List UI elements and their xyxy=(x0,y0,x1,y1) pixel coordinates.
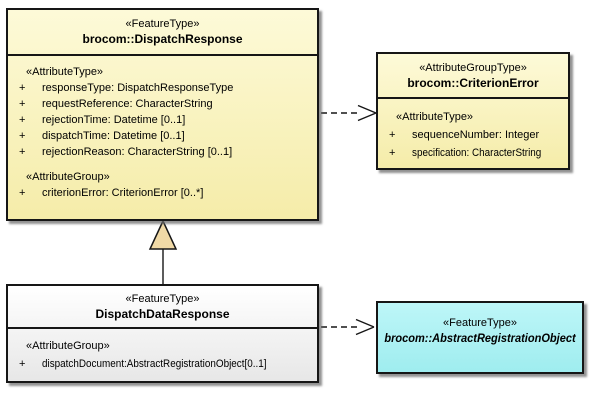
attribute-row: + rejectionTime: Datetime [0..1] xyxy=(19,112,313,128)
dependency-connector-criterion-error xyxy=(321,104,377,122)
class-box-dispatch-response: «FeatureType» brocom::DispatchResponse «… xyxy=(6,8,319,221)
attribute-group-label: «AttributeGroup» xyxy=(26,171,110,183)
attribute-group-label: «AttributeType» xyxy=(26,66,104,78)
visibility-plus-icon: + xyxy=(19,358,26,370)
visibility-plus-icon: + xyxy=(19,82,26,94)
attribute-text: requestReference: CharacterString xyxy=(42,98,213,110)
class-header: «AttributeGroupType» brocom::CriterionEr… xyxy=(378,54,568,99)
class-box-abstract-registration-object: «FeatureType» brocom::AbstractRegistrati… xyxy=(376,301,584,374)
attribute-text: specification: CharacterString xyxy=(412,147,542,159)
attribute-row: + requestReference: CharacterString xyxy=(19,96,313,112)
attribute-row: + dispatchDocument:AbstractRegistrationO… xyxy=(19,355,313,373)
attribute-text: rejectionReason: CharacterString [0..1] xyxy=(42,146,233,158)
generalization-connector xyxy=(148,219,178,285)
dependency-connector-abstract-registration-object xyxy=(321,318,375,336)
open-arrowhead-icon xyxy=(355,318,375,336)
attribute-group-label: «AttributeGroup» xyxy=(26,340,110,352)
attribute-text: dispatchDocument:AbstractRegistrationObj… xyxy=(42,358,267,370)
class-name: DispatchDataResponse xyxy=(95,306,230,321)
attribute-row: + criterionError: CriterionError [0..*] xyxy=(19,185,313,201)
attribute-row: + specification: CharacterString xyxy=(389,144,564,162)
visibility-plus-icon: + xyxy=(19,187,26,199)
stereotype-label: «FeatureType» xyxy=(443,317,517,329)
attribute-group-label: «AttributeType» xyxy=(396,111,474,123)
class-box-criterion-error: «AttributeGroupType» brocom::CriterionEr… xyxy=(376,52,570,170)
class-name: brocom::AbstractRegistrationObject xyxy=(384,331,576,345)
attribute-text: criterionError: CriterionError [0..*] xyxy=(42,187,204,199)
attribute-text: dispatchTime: Datetime [0..1] xyxy=(42,130,185,142)
generalization-triangle-icon xyxy=(148,219,178,250)
class-header: «FeatureType» brocom::AbstractRegistrati… xyxy=(378,303,582,347)
visibility-plus-icon: + xyxy=(19,98,26,110)
visibility-plus-icon: + xyxy=(19,130,26,142)
class-name: brocom::DispatchResponse xyxy=(82,32,243,46)
attribute-row: + sequenceNumber: Integer xyxy=(389,126,564,144)
attributes-compartment: «AttributeGroup» + dispatchDocument:Abst… xyxy=(8,329,317,373)
attribute-row: + dispatchTime: Datetime [0..1] xyxy=(19,128,313,144)
visibility-plus-icon: + xyxy=(19,146,26,158)
visibility-plus-icon: + xyxy=(389,147,396,159)
stereotype-label: «FeatureType» xyxy=(125,292,200,305)
class-header: «FeatureType» brocom::DispatchResponse xyxy=(8,10,317,56)
attribute-text: responseType: DispatchResponseType xyxy=(42,82,234,94)
attribute-row: + responseType: DispatchResponseType xyxy=(19,80,313,96)
stereotype-label: «FeatureType» xyxy=(125,18,200,30)
open-arrowhead-icon xyxy=(357,104,377,122)
class-box-dispatch-data-response: «FeatureType» DispatchDataResponse «Attr… xyxy=(6,284,319,383)
stereotype-label: «AttributeGroupType» xyxy=(419,61,527,74)
class-name: brocom::CriterionError xyxy=(407,75,539,90)
class-header: «FeatureType» DispatchDataResponse xyxy=(8,286,317,329)
visibility-plus-icon: + xyxy=(389,129,396,141)
attribute-row: + rejectionReason: CharacterString [0..1… xyxy=(19,144,313,160)
attributes-compartment: «AttributeType» + responseType: Dispatch… xyxy=(8,56,317,201)
visibility-plus-icon: + xyxy=(19,114,26,126)
attribute-text: rejectionTime: Datetime [0..1] xyxy=(42,114,186,126)
attribute-text: sequenceNumber: Integer xyxy=(412,129,540,141)
attributes-compartment: «AttributeType» + sequenceNumber: Intege… xyxy=(378,99,568,162)
